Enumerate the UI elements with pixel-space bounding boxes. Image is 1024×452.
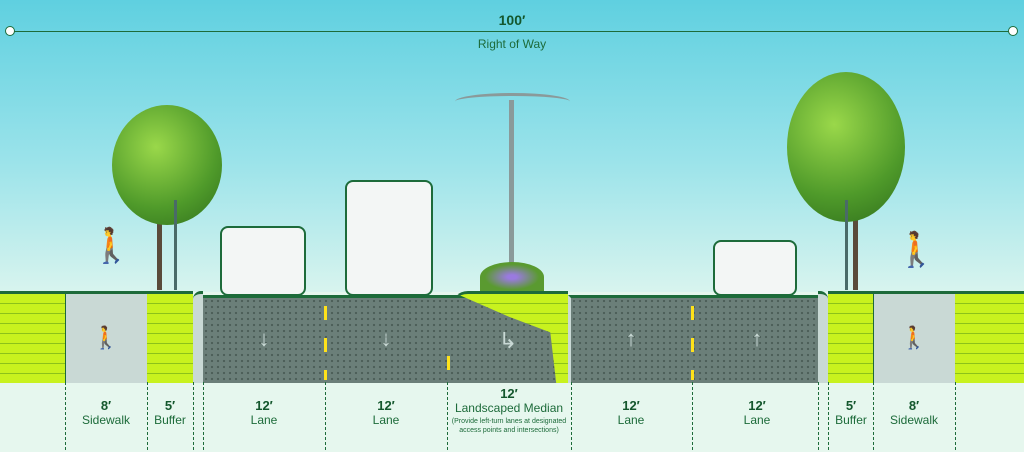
segment-label-median: 12′Landscaped Median(Provide left-turn l…: [451, 386, 567, 434]
segment-label-buffer-left: 5′Buffer: [154, 398, 186, 427]
pedestrian-symbol-icon: 🚶: [92, 325, 120, 350]
semi-truck-icon: [345, 180, 433, 296]
median-shrub-icon: [480, 262, 544, 292]
turn-arrow-icon: ↳: [498, 328, 518, 353]
curb-right: [818, 291, 828, 383]
divider: [873, 382, 874, 450]
lane-stripe: [447, 356, 450, 380]
up-arrow-icon: ↑: [751, 326, 763, 351]
divider: [193, 382, 194, 450]
right-of-way-dimension-line: [10, 31, 1014, 32]
buffer-right: [828, 291, 873, 383]
divider: [955, 382, 956, 450]
segment-label-sidewalk-right: 8′Sidewalk: [889, 398, 939, 427]
segment-label-lane-4: 12′Lane: [743, 398, 771, 427]
up-arrow-icon: ↑: [625, 326, 637, 351]
down-arrow-icon: ↓: [380, 326, 392, 351]
tree-left-icon: [112, 105, 222, 225]
right-of-way-title: Right of Way: [477, 37, 547, 51]
divider: [818, 382, 819, 450]
segment-label-buffer-right: 5′Buffer: [835, 398, 867, 427]
lane-stripe: [324, 306, 327, 380]
divider: [65, 382, 66, 450]
divider: [692, 382, 693, 450]
lamp-post-left-icon: [174, 200, 177, 290]
lamp-post-right-icon: [845, 200, 848, 290]
sidewalk-right: [873, 291, 957, 383]
divider: [828, 382, 829, 450]
tree-trunk-right: [853, 180, 858, 290]
street-light-arm-icon: [455, 93, 570, 110]
down-arrow-icon: ↓: [258, 326, 270, 351]
pickup-truck-icon: [220, 226, 306, 296]
divider: [203, 382, 204, 450]
right-of-way-width: 100′: [498, 12, 526, 28]
tree-trunk-left: [157, 190, 162, 290]
median-street-light-icon: [509, 100, 514, 270]
buffer-left: [147, 291, 193, 383]
pedestrians-right-icon: 🚶: [895, 231, 938, 269]
pedestrian-symbol-icon: 🚶: [900, 325, 928, 350]
grass-left: [0, 291, 65, 383]
lane-stripe: [691, 306, 694, 380]
tree-right-icon: [787, 72, 905, 222]
divider: [325, 382, 326, 450]
car-icon: [713, 240, 797, 296]
divider: [447, 382, 448, 450]
divider: [571, 382, 572, 450]
dimension-endpoint-left: [5, 26, 15, 36]
segment-label-sidewalk-left: 8′Sidewalk: [81, 398, 131, 427]
pedestrian-left-icon: 🚶: [90, 227, 133, 265]
segment-label-lane-2: 12′Lane: [372, 398, 400, 427]
dimension-endpoint-right: [1008, 26, 1018, 36]
grass-right: [955, 291, 1024, 383]
segment-label-lane-3: 12′Lane: [617, 398, 645, 427]
curb-left: [193, 291, 203, 383]
segment-label-lane-1: 12′Lane: [250, 398, 278, 427]
roadway-right: [568, 295, 821, 383]
divider: [147, 382, 148, 450]
